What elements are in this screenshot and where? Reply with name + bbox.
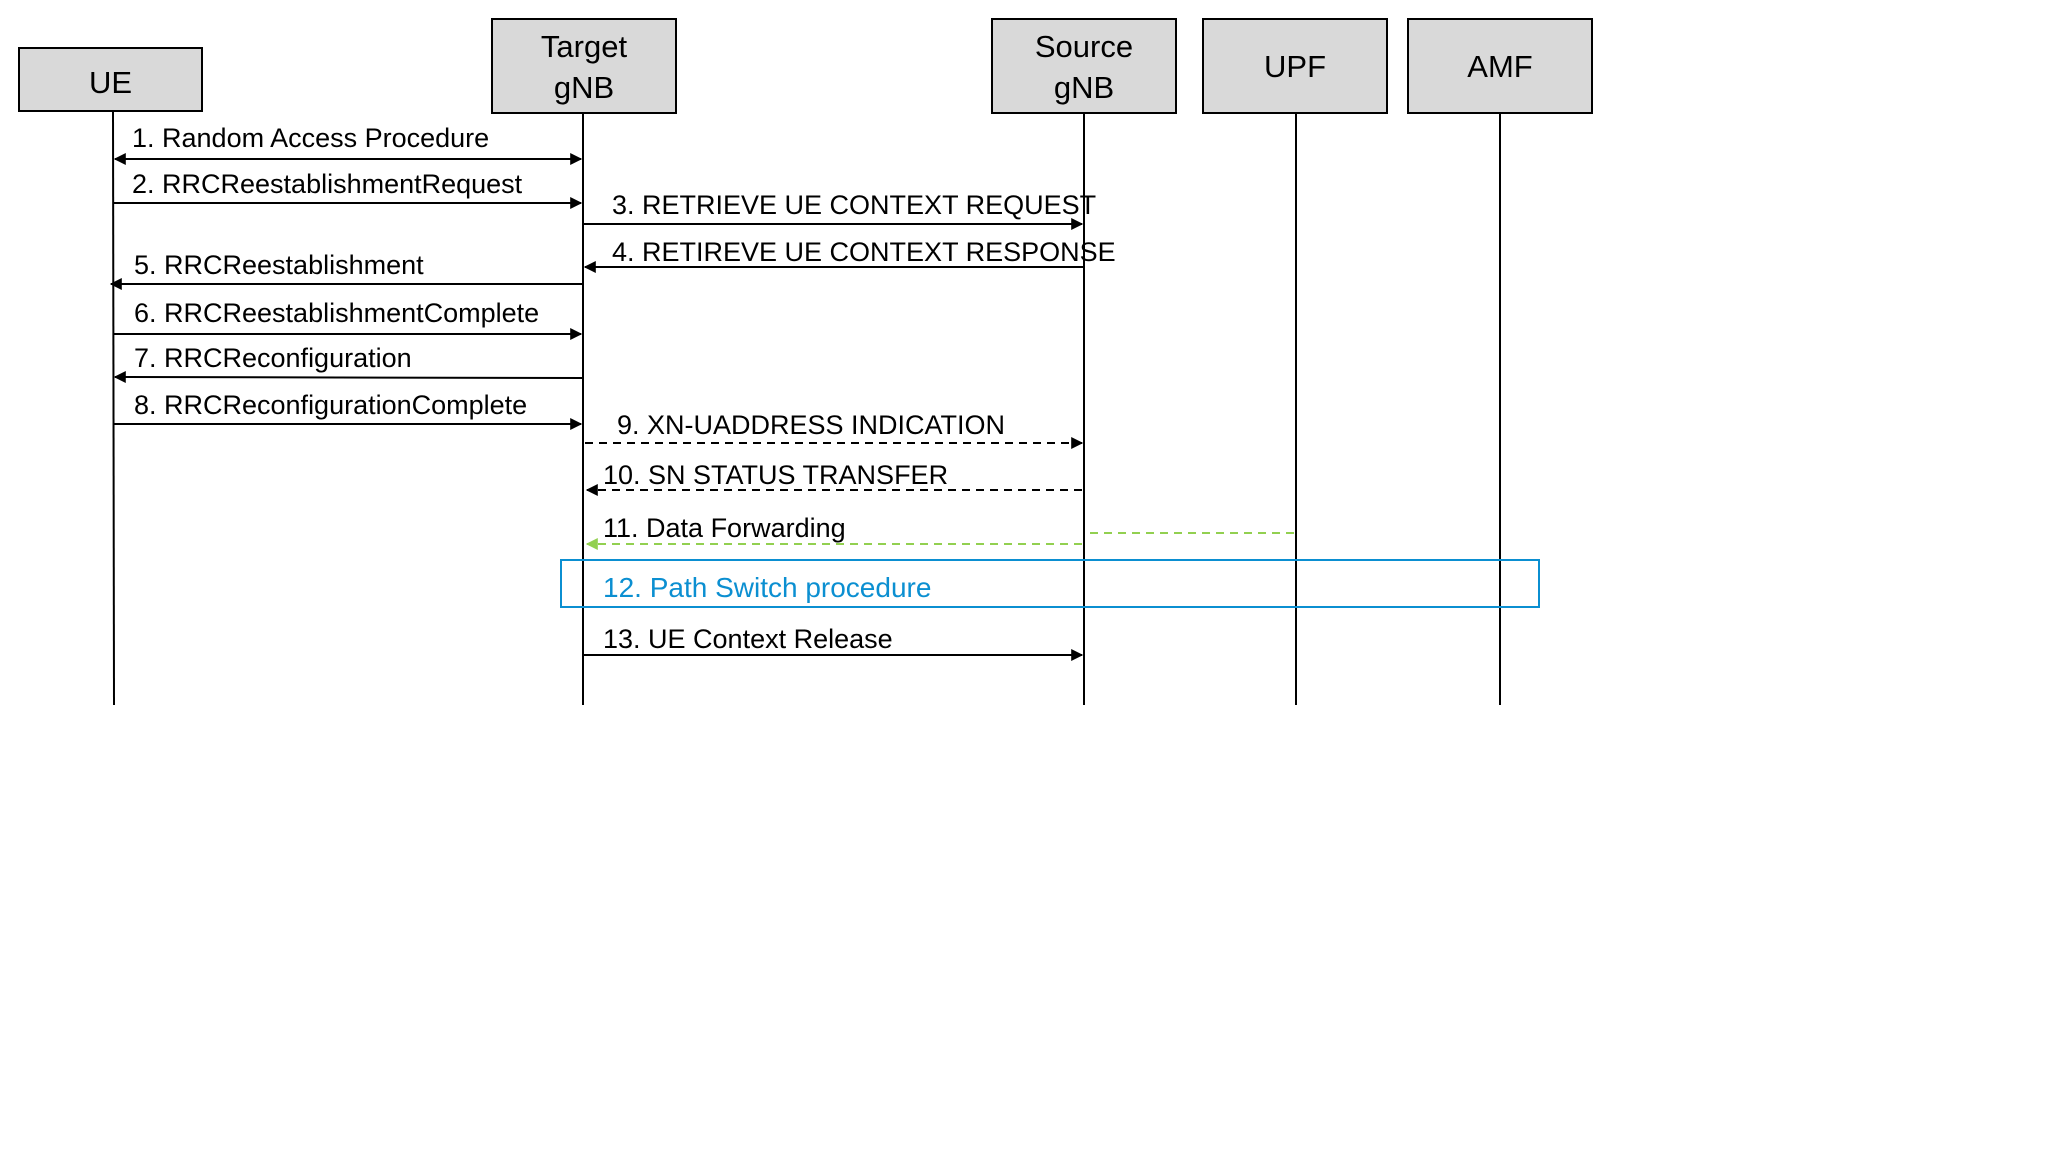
actor-source-gnb-label-line1: Source [1035, 29, 1133, 64]
message-11: 11. Data Forwarding [585, 513, 1294, 550]
message-9: 9. XN-UADDRESS INDICATION [585, 410, 1084, 449]
actor-amf: AMF [1407, 18, 1593, 114]
message-13: 13. UE Context Release [583, 624, 1084, 661]
message-8-label: 8. RRCReconfigurationComplete [134, 390, 527, 420]
message-4: 4. RETIREVE UE CONTEXT RESPONSE [583, 237, 1116, 273]
procedure-path-switch: 12. Path Switch procedure [560, 559, 1540, 608]
message-8: 8. RRCReconfigurationComplete [113, 390, 583, 430]
message-7-arrow [113, 371, 584, 384]
message-5: 5. RRCReestablishment [109, 250, 583, 290]
message-1: 1. Random Access Procedure [113, 123, 583, 165]
lifeline-ue [112, 110, 115, 706]
actor-ue-label: UE [89, 65, 132, 100]
message-3-label: 3. RETRIEVE UE CONTEXT REQUEST [612, 190, 1096, 220]
actor-target-gnb: Target gNB [491, 18, 677, 114]
message-13-label: 13. UE Context Release [603, 624, 893, 654]
message-3: 3. RETRIEVE UE CONTEXT REQUEST [583, 190, 1096, 230]
message-5-label: 5. RRCReestablishment [134, 250, 424, 280]
message-4-label: 4. RETIREVE UE CONTEXT RESPONSE [612, 237, 1116, 267]
message-7: 7. RRCReconfiguration [113, 343, 584, 384]
message-7-label: 7. RRCReconfiguration [134, 343, 412, 373]
message-10-label: 10. SN STATUS TRANSFER [603, 460, 948, 490]
actor-target-gnb-label-line1: Target [541, 29, 628, 64]
message-11-label: 11. Data Forwarding [603, 513, 846, 543]
actor-upf-label: UPF [1264, 49, 1326, 84]
message-6: 6. RRCReestablishmentComplete [113, 298, 583, 340]
actor-target-gnb-label-line2: gNB [554, 70, 614, 105]
procedure-path-switch-label: 12. Path Switch procedure [603, 572, 931, 603]
actor-amf-label: AMF [1467, 49, 1532, 84]
actor-ue: UE [18, 47, 203, 112]
message-9-label: 9. XN-UADDRESS INDICATION [617, 410, 1005, 440]
message-2: 2. RRCReestablishmentRequest [113, 169, 583, 209]
message-2-label: 2. RRCReestablishmentRequest [132, 169, 523, 199]
message-6-label: 6. RRCReestablishmentComplete [134, 298, 539, 328]
procedure-path-switch-box [560, 559, 1540, 608]
actor-source-gnb: Source gNB [991, 18, 1177, 114]
message-1-label: 1. Random Access Procedure [132, 123, 489, 153]
message-10: 10. SN STATUS TRANSFER [585, 460, 1082, 496]
actor-source-gnb-label-line2: gNB [1054, 70, 1114, 105]
actor-upf: UPF [1202, 18, 1388, 114]
